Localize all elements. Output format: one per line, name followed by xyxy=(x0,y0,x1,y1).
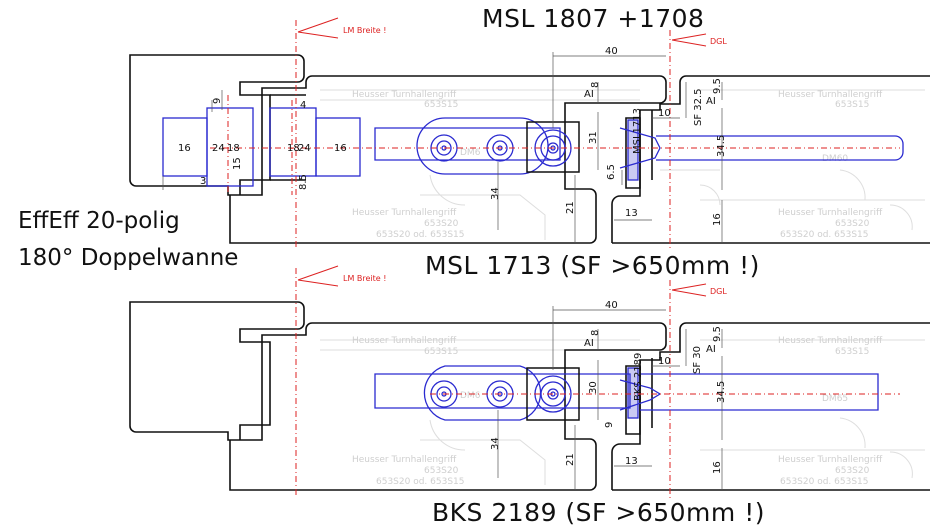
lm-breite-label: LM Breite ! xyxy=(343,26,386,35)
dgl-label: DGL xyxy=(710,287,727,296)
dimension-value: 15 xyxy=(232,157,243,170)
ghost-label: Heusser Turnhallengriff xyxy=(352,208,457,218)
ghost-label: 653S20 xyxy=(835,219,870,229)
dimension-value: 24 xyxy=(212,143,225,154)
ghost-label: Heusser Turnhallengriff xyxy=(352,336,457,346)
dimension-value: 21 xyxy=(565,201,576,214)
ghost-label: Heusser Turnhallengriff xyxy=(352,90,457,100)
lower-dimension-lines xyxy=(497,306,723,490)
dimension-value: SF 30 xyxy=(692,346,703,374)
dimension-value: AI xyxy=(706,344,716,355)
left-connector-block xyxy=(269,107,317,177)
dimension-value: 34.5 xyxy=(716,135,727,157)
dimension-value: 31 xyxy=(588,131,599,144)
dimension-value: 9.5 xyxy=(712,326,723,342)
ghost-label: 653S15 xyxy=(835,347,869,357)
ghost-label: 653S20 od. 653S15 xyxy=(780,230,869,240)
ghost-label: 653S20 xyxy=(424,219,459,229)
ghost-label: 653S15 xyxy=(835,100,869,110)
dimension-value: 40 xyxy=(605,46,618,57)
dimension-value: 6.5 xyxy=(606,164,617,180)
dimension-value: 18 xyxy=(227,143,240,154)
ghost-label: Heusser Turnhallengriff xyxy=(778,455,883,465)
dimension-value: 8 xyxy=(590,330,601,336)
dimension-value: 8.5 xyxy=(298,174,309,190)
ghost-label: 653S20 xyxy=(424,466,459,476)
ghost-label: Heusser Turnhallengriff xyxy=(352,455,457,465)
dimension-value: SF 32.5 xyxy=(693,88,704,126)
dimension-value: 40 xyxy=(605,300,618,311)
ghost-label: Heusser Turnhallengriff xyxy=(778,208,883,218)
upper-assembly: Heusser Turnhallengriff 653S15 Heusser T… xyxy=(129,17,930,250)
lower-dimension-values: 40 8 AI 30 34 21 9 13 10 SF 30 9.5 AI 34… xyxy=(490,300,727,474)
dimension-value: 9 xyxy=(212,98,223,104)
dimension-value: 24 xyxy=(298,143,311,154)
dimension-value: 16 xyxy=(712,461,723,474)
ghost-label: 653S20 od. 653S15 xyxy=(376,477,465,487)
ghost-label: DM6 xyxy=(460,391,481,401)
lower-red-markers xyxy=(295,268,900,498)
ghost-label: 653S15 xyxy=(424,100,458,110)
lower-assembly: Heusser Turnhallengriff 653S15 Heusser T… xyxy=(129,265,930,498)
dimension-value: 9 xyxy=(604,422,615,428)
upper-dimension-values: 16 24 18 15 9 3 18 24 4 16 8.5 40 8 AI 3… xyxy=(178,46,727,226)
dimension-value: 16 xyxy=(334,143,347,154)
ghost-label: DM60 xyxy=(822,154,848,164)
msl-tag-label: MSL1713 xyxy=(632,108,643,154)
dimension-value: 3 xyxy=(200,176,206,187)
dimension-value: 34 xyxy=(490,437,501,450)
dimension-value: 21 xyxy=(565,453,576,466)
side-label-line1: EffEff 20-polig xyxy=(18,208,180,234)
title-top: MSL 1807 +1708 xyxy=(482,4,705,33)
ghost-label: 653S20 xyxy=(835,466,870,476)
dimension-value: AI xyxy=(584,89,594,100)
dimension-value: 10 xyxy=(658,108,671,119)
dimension-value: AI xyxy=(706,96,716,107)
dimension-value: 9.5 xyxy=(712,78,723,94)
bks-tag-label: BKS 2189 xyxy=(633,353,644,401)
dimension-value: 10 xyxy=(658,356,671,367)
dimension-value: 13 xyxy=(625,456,638,467)
ghost-label: 653S20 od. 653S15 xyxy=(376,230,465,240)
lower-frame-outline xyxy=(129,301,930,491)
ghost-label: DM65 xyxy=(822,394,848,404)
dimension-value: 18 xyxy=(287,143,300,154)
dimension-value: 13 xyxy=(625,208,638,219)
dimension-value: 30 xyxy=(588,381,599,394)
dimension-value: 8 xyxy=(590,82,601,88)
ghost-label: 653S15 xyxy=(424,347,458,357)
upper-lock-body xyxy=(162,107,904,187)
ghost-label: 653S20 od. 653S15 xyxy=(780,477,869,487)
dimension-value: AI xyxy=(584,338,594,349)
upper-frame-outline xyxy=(129,54,930,244)
dimension-value: 16 xyxy=(178,143,191,154)
ghost-label: Heusser Turnhallengriff xyxy=(778,90,883,100)
title-middle: MSL 1713 (SF >650mm !) xyxy=(425,251,760,280)
upper-dimension-lines xyxy=(162,52,723,243)
title-bottom: BKS 2189 (SF >650mm !) xyxy=(432,498,765,527)
dimension-value: 16 xyxy=(712,213,723,226)
left-connector-block xyxy=(315,117,361,177)
lm-breite-label: LM Breite ! xyxy=(343,274,386,283)
dimension-value: 4 xyxy=(300,100,306,111)
ghost-label: Heusser Turnhallengriff xyxy=(778,336,883,346)
upper-ghost-profile xyxy=(320,89,925,240)
dgl-label: DGL xyxy=(710,37,727,46)
left-connector-block xyxy=(206,107,254,187)
ghost-label: DM6 xyxy=(460,148,481,158)
side-label-line2: 180° Doppelwanne xyxy=(18,245,239,271)
dimension-value: 34.5 xyxy=(716,381,727,403)
upper-red-markers xyxy=(210,20,900,250)
dimension-value: 34 xyxy=(490,187,501,200)
